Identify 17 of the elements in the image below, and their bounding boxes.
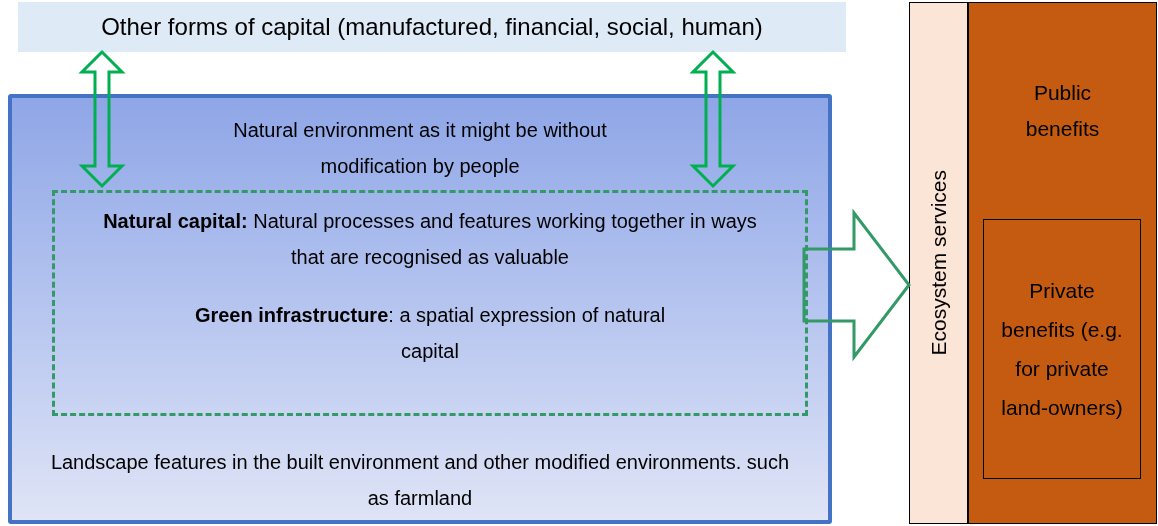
capital-band: [18, 2, 846, 52]
column-label: Ecosystem services: [925, 170, 951, 356]
services-column: [909, 2, 968, 524]
block-arrow: [802, 208, 911, 362]
box-text: Green infrastructure: a spatial expression of natural capital: [193, 303, 667, 364]
block-arrow: [689, 49, 737, 189]
environment-box: [8, 94, 832, 524]
benefits-panel: [968, 2, 1157, 524]
box-text: Natural environment as it might be without modification by people: [232, 118, 608, 179]
benefits-box: [983, 219, 1141, 479]
block-arrow: [78, 49, 126, 189]
box-text: Public benefits: [1024, 80, 1101, 142]
dashed-box: [52, 190, 808, 416]
box-text: Landscape features in the built environment and other modified environments. such as farmland: [49, 450, 791, 511]
band-label: Other forms of capital (manufactured, financial, social, human): [101, 12, 763, 42]
box-text: Private benefits (e.g. for private land-owners): [1000, 278, 1124, 421]
box-text: Natural capital: Natural processes and features working together in ways that are recognised as valuable: [102, 209, 758, 270]
